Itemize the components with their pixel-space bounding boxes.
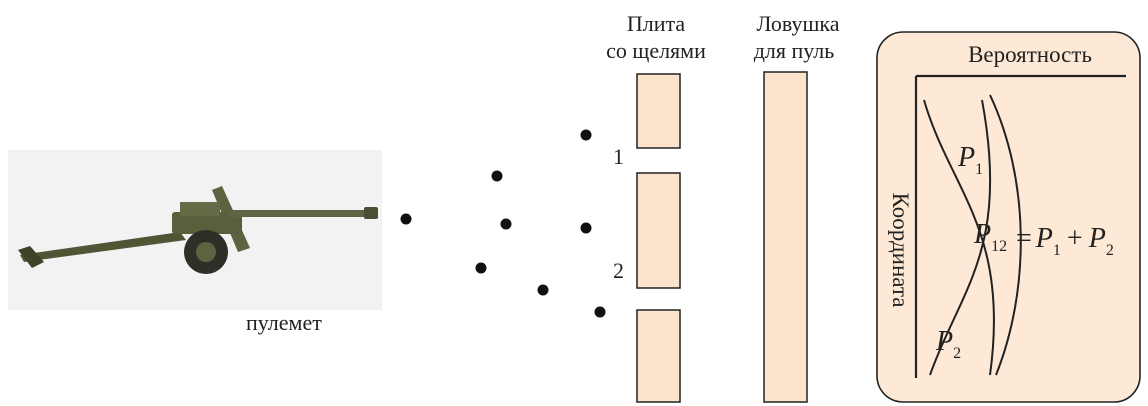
plate-title-line1: Плита — [627, 11, 686, 36]
gun-barrel — [228, 210, 368, 217]
gun-breech — [180, 202, 220, 216]
bullet-trap — [763, 71, 808, 403]
bullet — [594, 306, 606, 318]
bullet — [580, 222, 592, 234]
bullet — [475, 262, 487, 274]
gun-trail — [20, 232, 186, 262]
bullet — [500, 218, 512, 230]
bullet — [580, 129, 592, 141]
p2-curve — [929, 99, 992, 376]
bullet — [537, 284, 549, 296]
p12-label: P12 — [973, 219, 1007, 255]
gun-wheel-hub — [196, 242, 216, 262]
gun-label: пулемет — [246, 310, 322, 335]
gun-muzzle — [364, 207, 378, 219]
p1-curve — [923, 99, 995, 376]
gun-body — [172, 212, 242, 234]
bullets — [400, 129, 606, 318]
machine-gun-image — [8, 150, 382, 310]
slit-2-label: 2 — [613, 258, 624, 283]
gun-spade — [18, 246, 44, 268]
y-axis-label: Координата — [888, 193, 913, 308]
x-axis-label: Вероятность — [968, 42, 1092, 67]
plate-segment-bottom — [636, 309, 681, 403]
p12-curve — [989, 94, 1022, 376]
p1-label: P1 — [957, 142, 983, 178]
sum-formula: =P1+P2 — [1016, 223, 1114, 259]
plate-title-line2: со щелями — [606, 38, 706, 63]
p2-label: P2 — [935, 326, 961, 362]
slit-plate — [636, 73, 681, 403]
trap-title-line2: для пуль — [754, 38, 835, 63]
bullet — [400, 213, 412, 225]
plate-segment-top — [636, 73, 681, 149]
plate-segment-middle — [636, 172, 681, 289]
trap-title-line1: Ловушка — [756, 11, 839, 36]
bullet — [491, 170, 503, 182]
probability-panel — [876, 31, 1141, 403]
slit-1-label: 1 — [613, 144, 624, 169]
